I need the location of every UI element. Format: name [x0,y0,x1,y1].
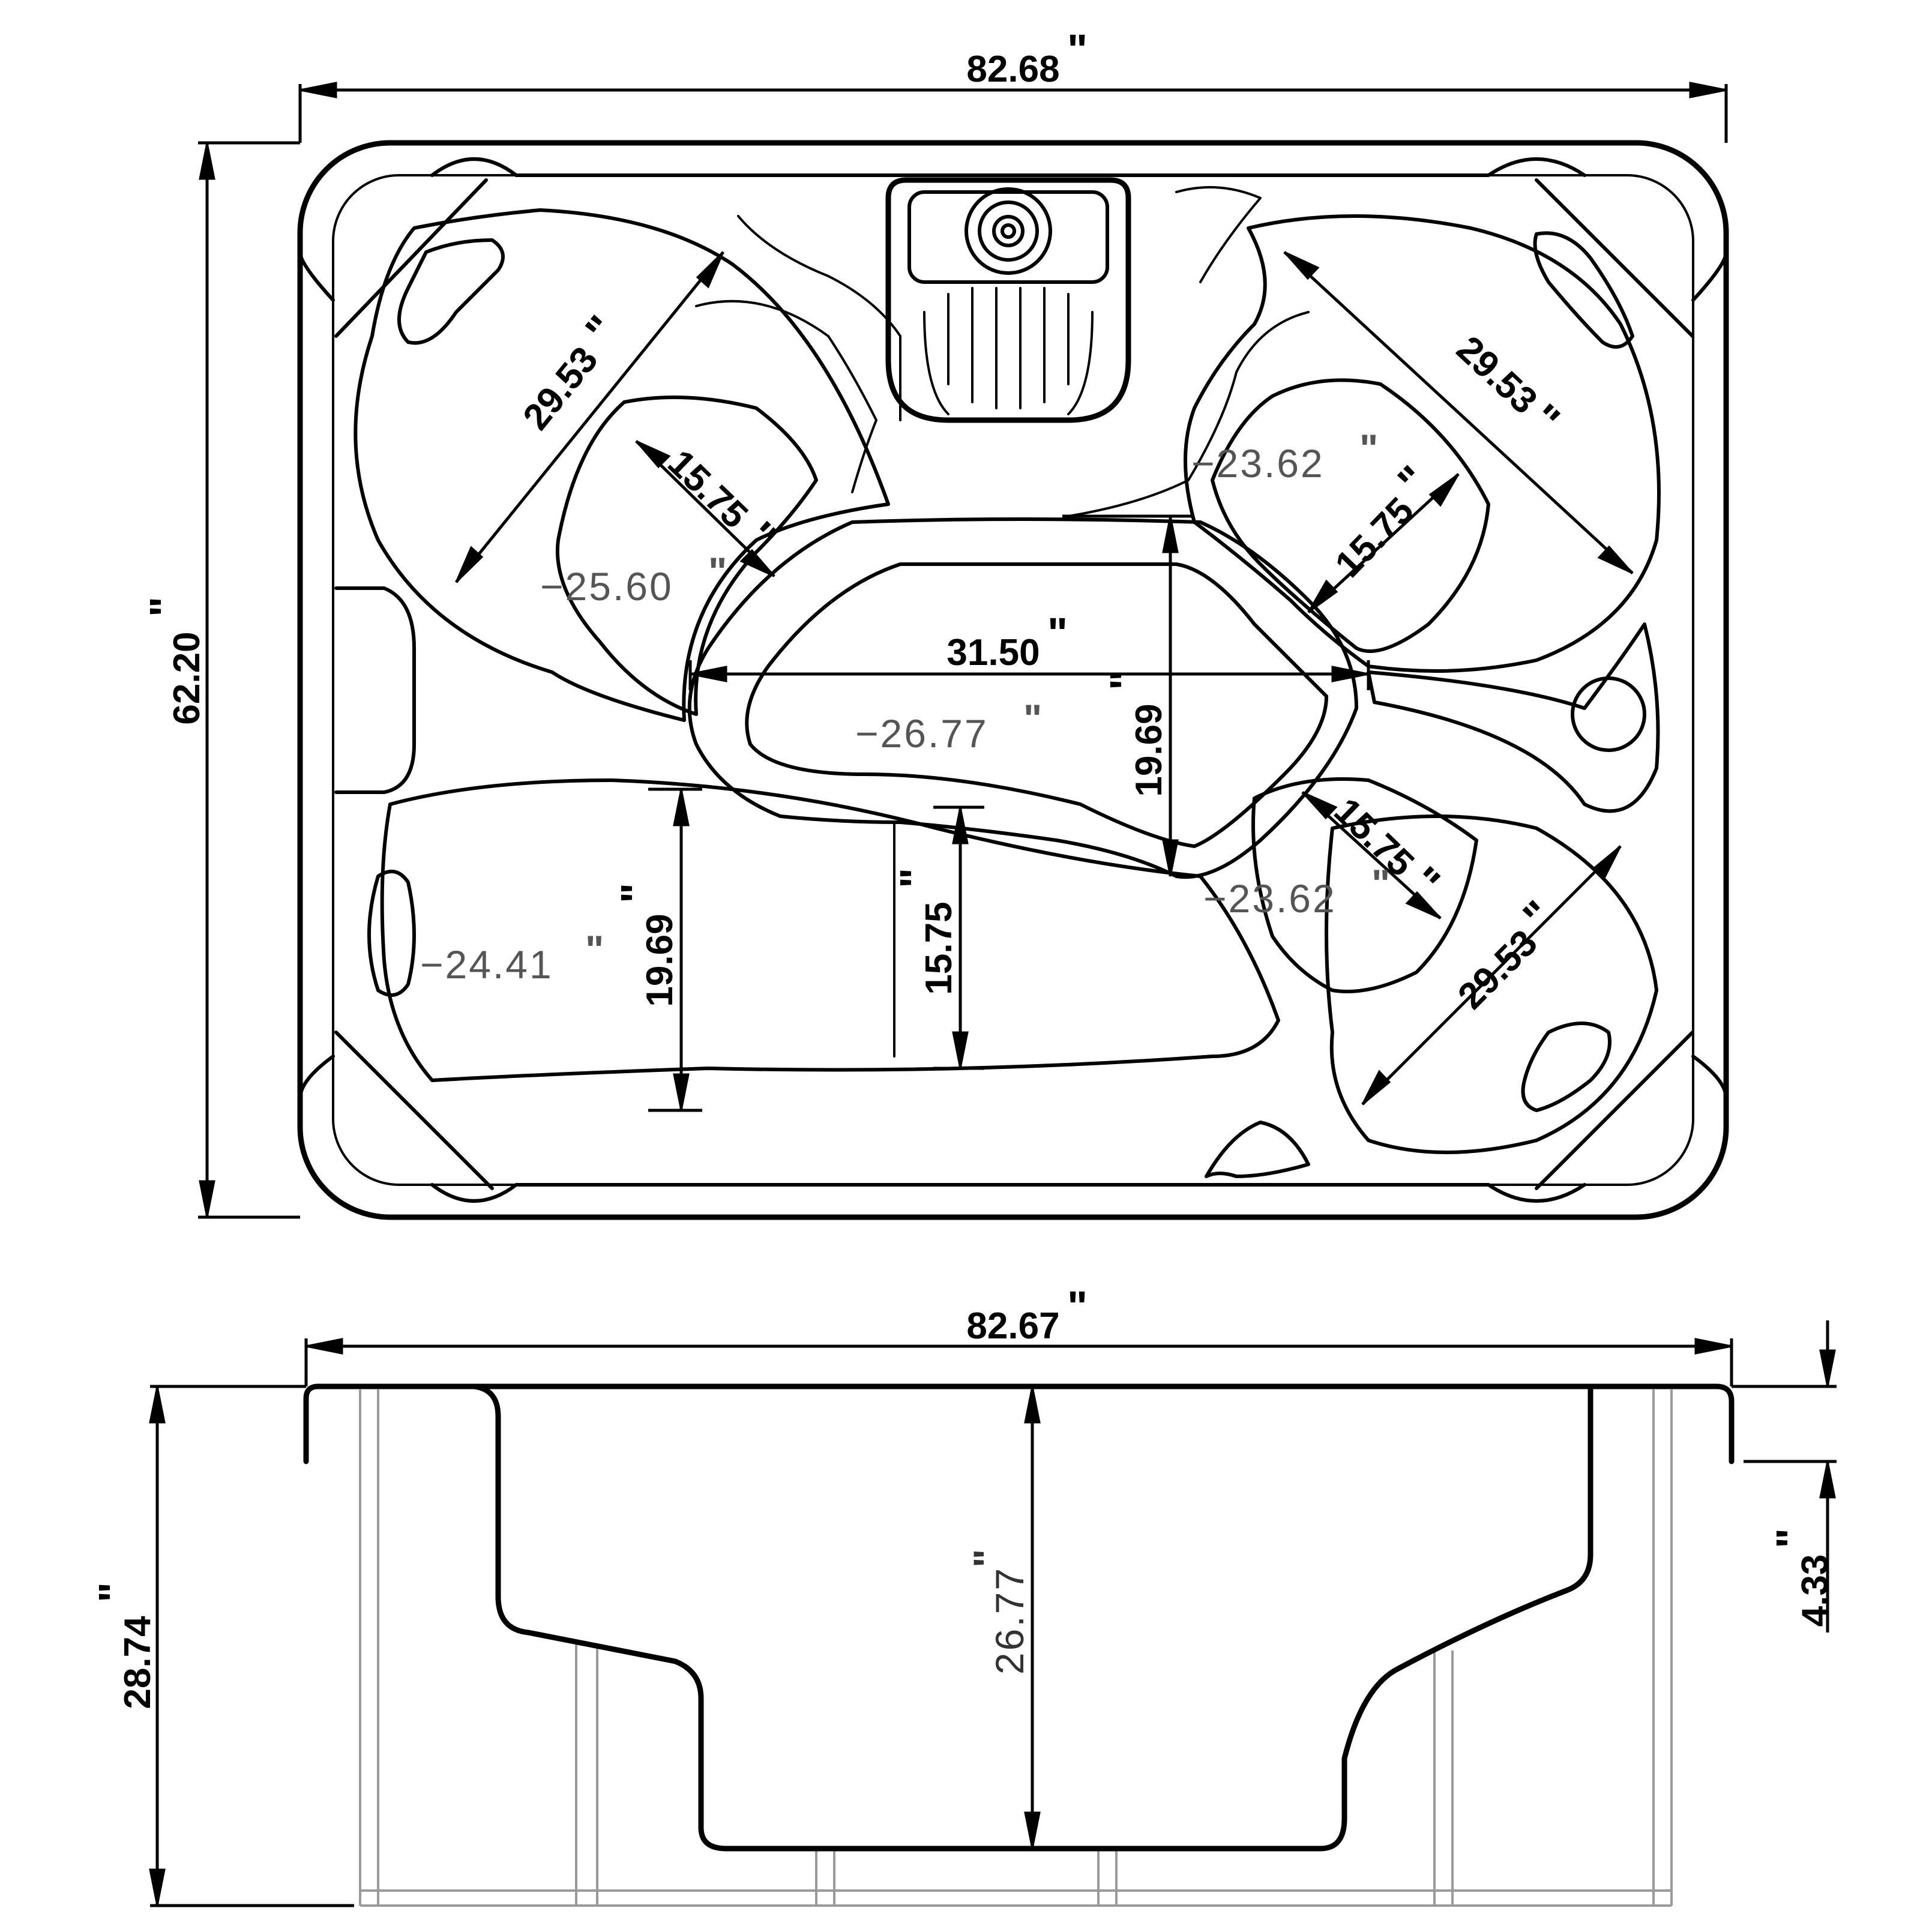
inch-mark: " [1371,861,1390,906]
depth-upper-left: −25.60 [540,564,673,609]
inch-mark: " [1067,26,1088,74]
shell-outline [297,140,1729,1220]
seat-upper-right [1067,186,1661,673]
dim-seat-diag-upper-right: 29.53 " [1283,251,1634,574]
dim-seat-width-upper-right: 15.75 " [1307,457,1460,613]
dim-overall-width: 82.68 " [298,26,1728,143]
inch-mark: " [892,868,940,888]
drain-lower [1205,1121,1310,1178]
corner-bevels [334,178,1694,1190]
inch-mark: " [1359,426,1378,471]
left-step [334,586,416,794]
inch-mark: " [91,1582,139,1602]
seat-pad-upper-right [1211,378,1490,653]
depth-footwell: −26.77 [855,711,989,756]
dim-footwell-width: 31.50 " [688,610,1370,690]
side-height-label: 28.74 [117,1616,158,1709]
headrest-lower-right [1521,1022,1612,1112]
dim-seat-diag-upper-left: 29.53 " [455,251,724,583]
seat-pad-upper-left [555,396,818,716]
inch-mark: " [1102,670,1150,690]
inch-mark: " [708,549,727,594]
dim-lounger-width-a: 19.69 " [613,787,702,1112]
top-view: 82.68 " 62.20 " 29.53 " 15.75 " [142,26,1729,1220]
inch-mark: " [142,597,190,617]
filter-skimmer [885,177,1131,423]
dim-lip-height: 4.33 " [1732,1320,1837,1633]
bottom-rim-pad [430,1183,1586,1203]
basin-profile [471,1383,1593,1852]
depth-upper-right: −23.62 [1191,441,1325,486]
dim-seat-diag-lower-right: 29.53 " [1361,845,1622,1106]
lounger-headrest [367,870,416,997]
lounger-width-a-label: 19.69 [639,913,681,1007]
seat-width-upper-right-label: 15.75 [1328,490,1422,586]
dim-lounger-width-b: 15.75 " [892,805,984,1070]
inch-mark: " [613,883,661,903]
inch-mark: " [1047,610,1068,658]
shell-inner-rim [332,174,1694,1186]
footwell-width-label: 31.50 [946,632,1040,673]
seat-pad-lower-right [1251,777,1478,993]
seat-diag-upper-right-label: 29.53 [1449,328,1545,422]
inch-mark: " [576,307,627,353]
seat-lower-right [1205,777,1658,1178]
depth-lower-right: −23.62 [1203,876,1337,921]
dim-side-height: 28.74 " [91,1385,354,1907]
footwell-floor [745,562,1328,848]
lounger [367,778,1280,1082]
inch-mark: " [738,513,786,561]
side-view: 82.67 " 28.74 " 26.77 " [91,1283,1837,1907]
depth-lounger: −24.41 [420,942,553,987]
right-jet-pod [1367,622,1660,813]
left-rim-edges [298,250,335,1100]
right-rim-edges [1691,250,1728,1100]
side-lip [303,1383,1735,1464]
dim-overall-length: 62.20 " [142,141,300,1219]
lip-height-label: 4.33 [1795,1554,1836,1627]
side-width-label: 82.67 [966,1305,1059,1347]
right-jet [1571,676,1646,752]
headrest-upper-right [1533,231,1634,349]
inch-mark: " [585,927,604,972]
inch-mark: " [1067,1283,1088,1331]
inch-mark: " [1023,696,1042,741]
footwell-length-label: 19.69 [1128,703,1170,796]
dim-side-width: 82.67 " [304,1283,1733,1386]
inch-mark: " [965,1549,1010,1568]
dim-inner-depth: 26.77 " [965,1386,1041,1849]
overall-width-label: 82.68 [966,49,1059,90]
overall-length-label: 62.20 [166,631,208,724]
footwell [687,517,1358,879]
seat-upper-left [354,208,901,722]
inch-mark: " [1768,1528,1816,1548]
support-frame [359,1389,1673,1907]
headrest-upper-left [397,238,505,345]
seat-width-upper-left-label: 15.75 [660,442,756,537]
inner-depth-label: 26.77 [987,1566,1032,1675]
dim-footwell-length: 19.69 " [1062,514,1194,877]
lounger-width-b-label: 15.75 [918,901,960,995]
seat-diag-upper-left-label: 29.53 [515,339,606,438]
top-rim-pad [430,157,1586,177]
